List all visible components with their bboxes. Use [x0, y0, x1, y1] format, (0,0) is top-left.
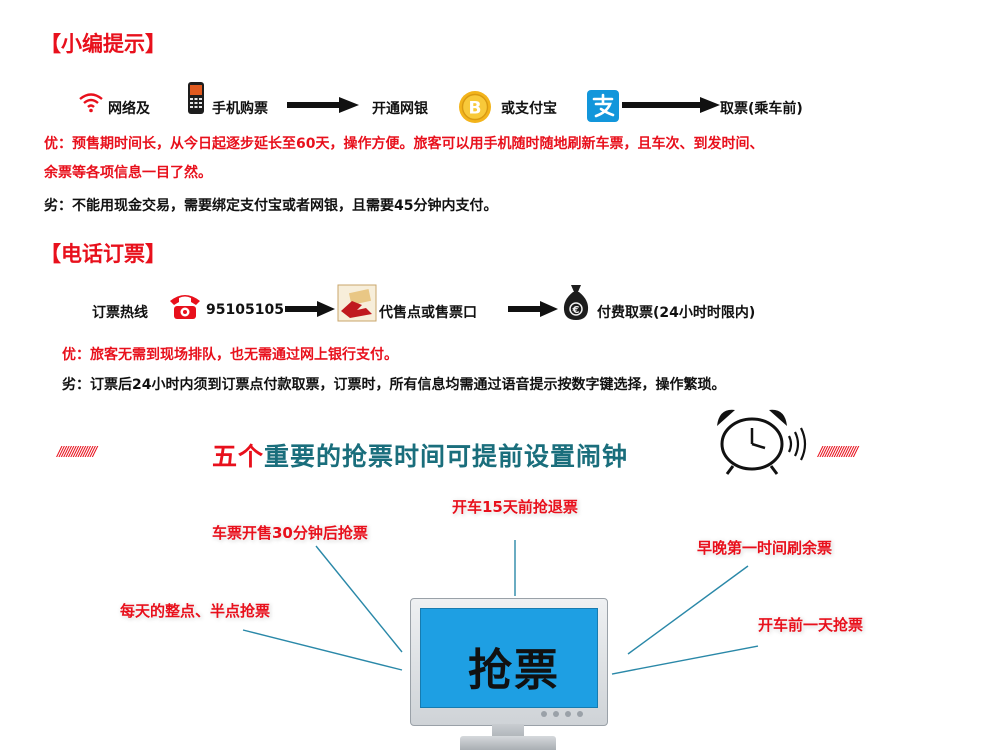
- cash-payment-icon: [337, 284, 377, 322]
- phone-pros-text: 优：旅客无需到现场排队，也无需通过网上银行支付。: [62, 347, 398, 363]
- hatch-decoration-right: ////////////////: [818, 445, 858, 460]
- monitor-button: [565, 711, 571, 717]
- hatch-decoration-left: ////////////////: [57, 445, 97, 460]
- tip-label: 车票开售30分钟后抢票: [212, 524, 368, 542]
- telephone-icon: [170, 295, 200, 319]
- flow-alipay-label: 或支付宝: [501, 101, 557, 117]
- monitor-center-text: 抢票: [468, 645, 560, 696]
- arrow-icon: [287, 97, 359, 113]
- svg-text:B: B: [469, 99, 482, 119]
- alipay-icon: [587, 90, 619, 122]
- wifi-icon: [79, 93, 103, 113]
- banner-title-red: 五个: [212, 442, 265, 471]
- banner-title: 五个重要的抢票时间可提前设置闹钟: [212, 437, 628, 473]
- tip-label: 开车前一天抢票: [758, 616, 864, 634]
- flow-hotline-label: 订票热线: [92, 305, 148, 321]
- svg-text:€: €: [572, 305, 580, 316]
- monitor: [410, 598, 608, 726]
- flow-pay-label: 付费取票(24小时时限内): [597, 305, 756, 321]
- banner-title-teal: 重要的抢票时间可提前设置闹钟: [264, 442, 629, 471]
- pros-text-line2: 余票等各项信息一目了然。: [44, 165, 212, 181]
- pros-text-line1: 优：预售期时间长，从今日起逐步延长至60天，操作方便。旅客可以用手机随时随地刷新…: [44, 136, 764, 152]
- money-bag-icon: €: [563, 285, 589, 320]
- flow-bank-label: 开通网银: [372, 101, 428, 117]
- flow-phone-label: 手机购票: [212, 101, 268, 117]
- monitor-button: [541, 711, 547, 717]
- phone-cons-text: 劣：订票后24小时内须到订票点付款取票，订票时，所有信息均需通过语音提示按数字键…: [62, 377, 726, 393]
- flow-agent-label: 代售点或售票口: [379, 305, 477, 321]
- section-title-tips: 【小编提示】: [40, 32, 166, 56]
- flow-network-label: 网络及: [108, 101, 150, 117]
- monitor-neck: [492, 724, 524, 738]
- monitor-stand: [460, 736, 556, 750]
- monitor-button: [553, 711, 559, 717]
- flow-ticket-label: 取票(乘车前): [720, 101, 803, 117]
- arrow-icon: [285, 301, 335, 317]
- bitcoin-coin-icon: B: [459, 91, 491, 123]
- alarm-clock-icon: [717, 409, 807, 475]
- arrow-icon: [622, 97, 720, 113]
- monitor-screen: [420, 608, 598, 708]
- tip-label: 开车15天前抢退票: [452, 498, 578, 516]
- monitor-button: [577, 711, 583, 717]
- flow-hotline-number: 95105105: [206, 302, 284, 318]
- tip-label: 早晚第一时间刷余票: [697, 539, 833, 557]
- cons-text: 劣：不能用现金交易，需要绑定支付宝或者网银，且需要45分钟内支付。: [44, 198, 498, 214]
- tip-label: 每天的整点、半点抢票: [120, 602, 271, 620]
- phone-icon: [188, 82, 204, 114]
- arrow-icon: [508, 301, 558, 317]
- section-title-phone-booking: 【电话订票】: [40, 242, 166, 266]
